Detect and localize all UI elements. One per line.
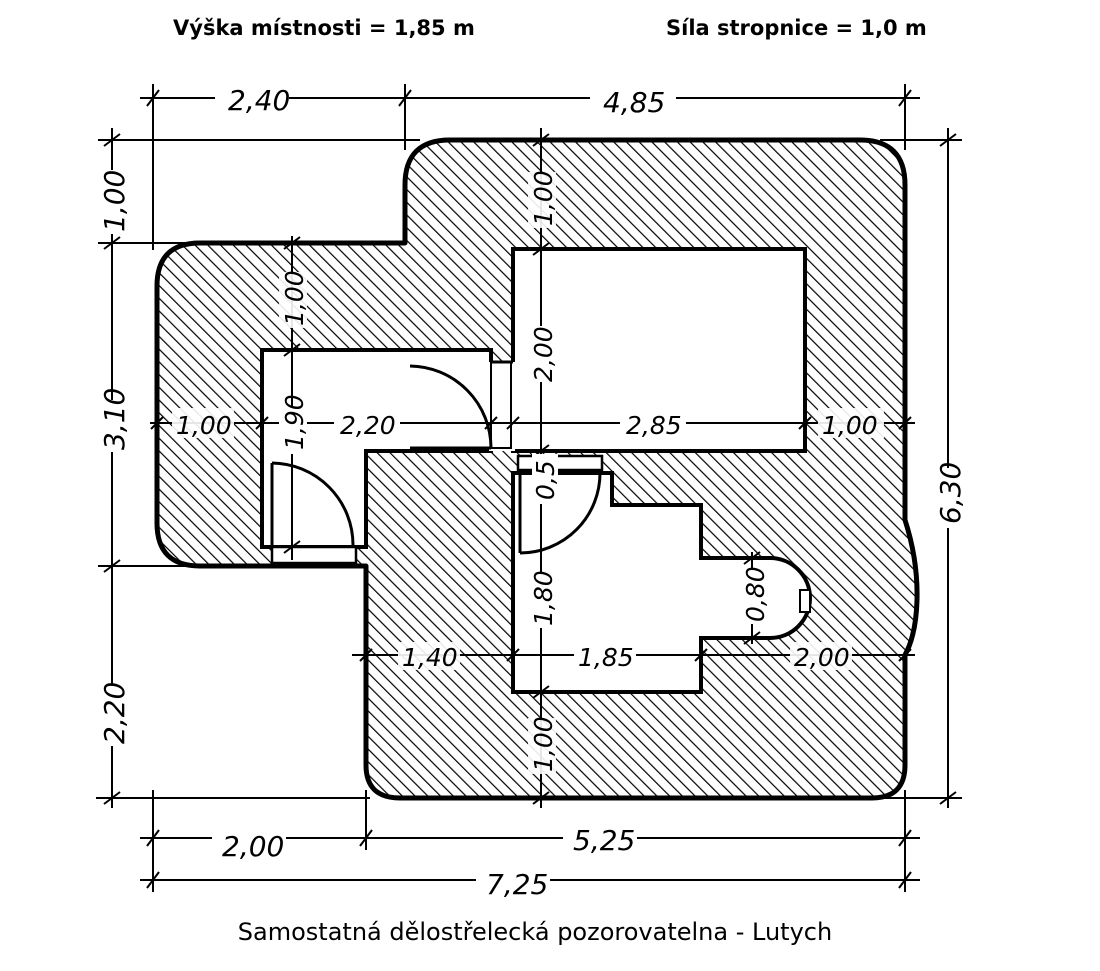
dim-right-total: 6,30 bbox=[934, 462, 967, 524]
door-swing-upper bbox=[409, 364, 493, 450]
dim-passage-height: 1,90 bbox=[280, 394, 309, 450]
dim-wall-top: 1,00 bbox=[529, 170, 558, 226]
dim-bottom-left: 2,00 bbox=[222, 830, 284, 863]
corridor bbox=[260, 348, 493, 549]
diagram-caption: Samostatná dělostřelecká pozorovatelna -… bbox=[237, 918, 833, 946]
dim-upper-room-height: 2,00 bbox=[529, 326, 558, 382]
dim-top-right: 4,85 bbox=[603, 86, 665, 119]
dim-wall-left: 1,00 bbox=[176, 411, 232, 440]
dimension-labels: 2,40 4,85 2,00 5,25 7,25 1,00 2,20 2,85 … bbox=[172, 82, 884, 901]
dim-bottom-total: 7,25 bbox=[486, 868, 548, 901]
dim-left-bottom: 2,20 bbox=[98, 682, 131, 744]
dim-lower-room-width: 1,85 bbox=[578, 643, 634, 672]
door-swing-lower bbox=[518, 471, 602, 555]
door-swing-entrance bbox=[270, 461, 355, 546]
dimension-labels-vertical: 1,00 3,10 2,20 6,30 1,00 1,00 2,00 1,90 … bbox=[97, 170, 967, 774]
dim-bottom-right: 5,25 bbox=[573, 824, 635, 857]
dim-wall-bottom: 1,00 bbox=[529, 716, 558, 772]
dim-door-gap: 0,5 bbox=[531, 460, 560, 500]
dim-top-left: 2,40 bbox=[228, 84, 290, 117]
dim-left-top: 1,00 bbox=[98, 170, 131, 232]
dim-left-mid: 3,10 bbox=[98, 388, 131, 450]
dim-wall-lower-right: 2,00 bbox=[794, 643, 850, 672]
room-height-label: Výška místnosti = 1,85 m bbox=[173, 16, 475, 40]
ceiling-thickness-label: Síla stropnice = 1,0 m bbox=[666, 16, 927, 40]
dim-wall-lower-left: 1,40 bbox=[402, 643, 458, 672]
dim-wall-right: 1,00 bbox=[822, 411, 878, 440]
dim-corridor-width: 2,20 bbox=[340, 411, 396, 440]
dim-upper-room-width: 2,85 bbox=[626, 411, 682, 440]
dim-lower-room-height: 1,80 bbox=[529, 570, 558, 626]
dim-wall-top-left: 1,00 bbox=[280, 270, 309, 326]
dim-niche-width: 0,80 bbox=[741, 566, 770, 622]
